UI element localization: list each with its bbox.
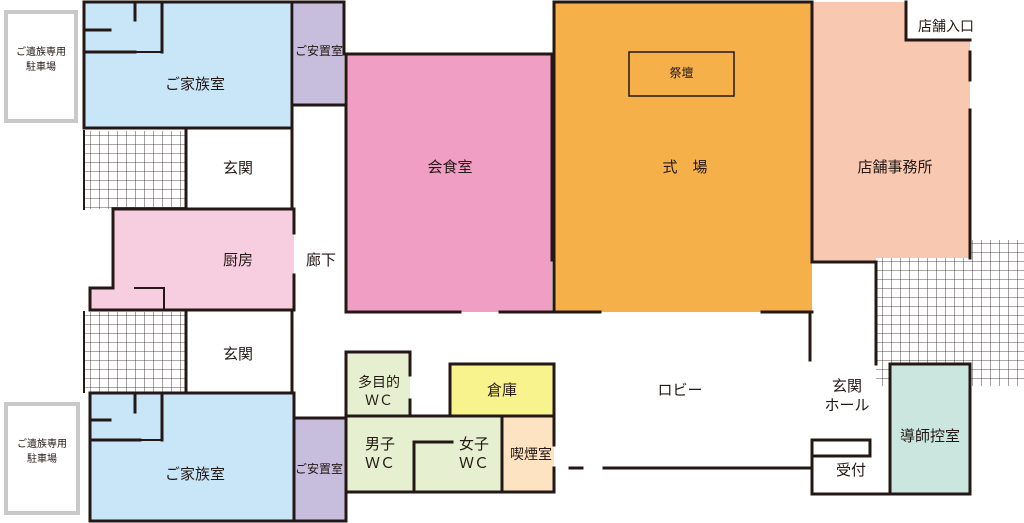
- rest-room-bottom-fill: [294, 418, 346, 521]
- store-entrance-label: 店舗入口: [918, 18, 974, 35]
- altar-label: 祭壇: [669, 66, 694, 81]
- rest-room-top-label: ご安置室: [294, 44, 343, 59]
- parking-label-bottom: ご遺族専用 駐車場: [17, 439, 67, 465]
- ceremony-hall-label: 式 場: [662, 158, 708, 177]
- dining-hall-label: 会食室: [427, 158, 473, 177]
- entrance-middle-label: 玄関: [222, 345, 253, 364]
- rest-room-top-fill: [294, 2, 344, 105]
- tile-area-right: [876, 240, 1024, 386]
- altar-box: [628, 51, 735, 97]
- tile-area-middle: [84, 312, 186, 392]
- storage-label: 倉庫: [486, 381, 517, 400]
- wc-fill: [346, 416, 502, 492]
- corridor-label: 廊下: [305, 251, 336, 270]
- entrance-hall-label: 玄関 ホール: [824, 376, 870, 415]
- store-office-fill: [812, 2, 970, 262]
- smoking-room-label: 喫煙室: [510, 446, 552, 463]
- family-room-top-label: ご家族室: [164, 75, 225, 94]
- multipurpose-wc-label: 多目的 ＷＣ: [358, 374, 400, 409]
- smoking-room-fill: [502, 416, 554, 492]
- storage-fill: [450, 364, 553, 416]
- rest-room-bottom-label: ご安置室: [294, 462, 343, 477]
- officiant-room-fill: [890, 364, 970, 494]
- entrance-top-label: 玄関: [222, 159, 253, 178]
- tile-area-top: [84, 131, 186, 209]
- dining-hall-fill: [346, 54, 552, 312]
- walls: [82, 0, 972, 523]
- family-room-bottom-label: ご家族室: [164, 465, 225, 484]
- officiant-room-label: 導師控室: [899, 427, 960, 446]
- family-room-bottom-fill: [90, 393, 293, 521]
- womens-wc-label: 女子 ＷＣ: [458, 434, 489, 473]
- mens-wc-label: 男子 ＷＣ: [364, 434, 395, 473]
- kitchen-fill: [90, 210, 294, 310]
- reception-label: 受付: [835, 461, 866, 480]
- parking-area-top: [4, 10, 78, 123]
- parking-area-bottom: [4, 402, 80, 515]
- lobby-label: ロビー: [657, 381, 703, 400]
- kitchen-label: 厨房: [222, 251, 253, 270]
- family-room-top-fill: [84, 2, 292, 128]
- parking-label-top: ご遺族専用 駐車場: [16, 47, 66, 73]
- store-office-label: 店舗事務所: [857, 158, 933, 177]
- multipurpose-wc-fill: [346, 352, 410, 415]
